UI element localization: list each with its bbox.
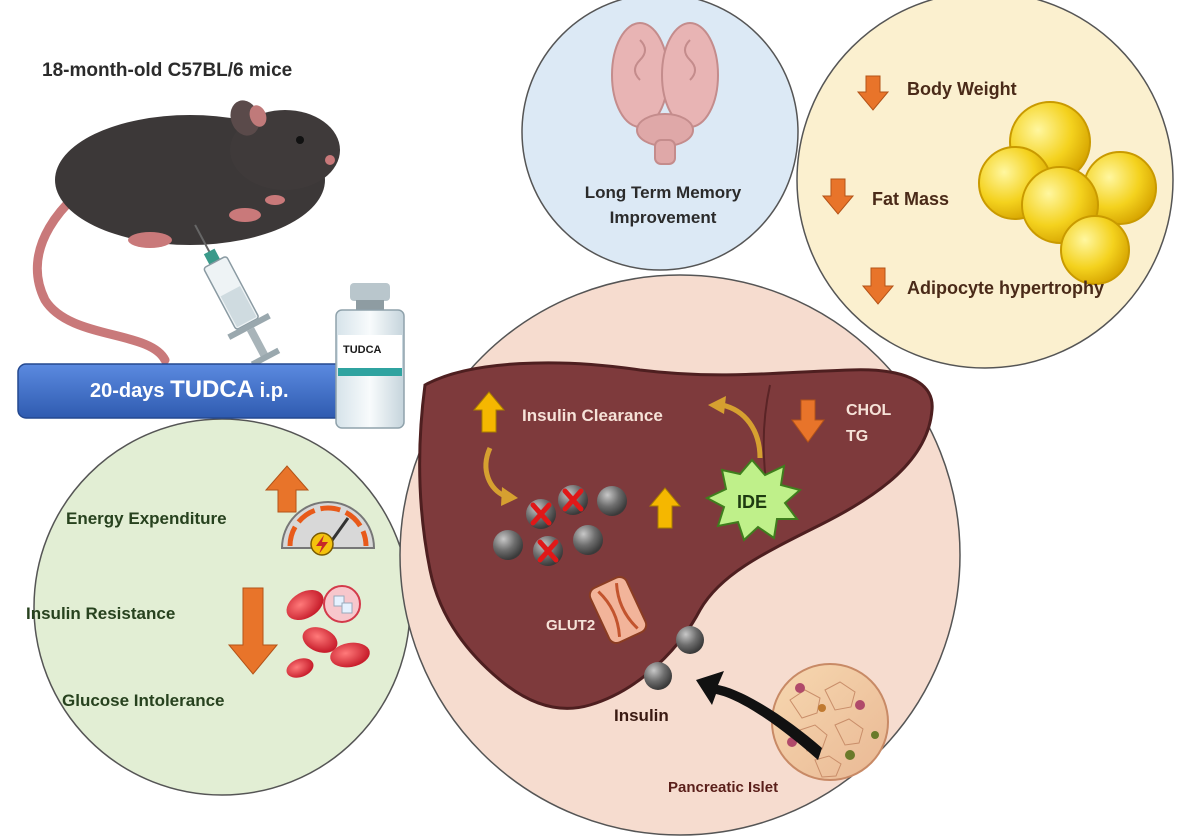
ide-label: IDE	[737, 492, 768, 512]
glut2-transporter	[588, 575, 648, 645]
arrow-down-insulin-resistance	[227, 587, 279, 675]
insulin-clearance-label: Insulin Clearance	[522, 406, 663, 425]
mouse-illustration	[32, 100, 340, 365]
energy-gauge-icon	[280, 501, 376, 556]
treatment-banner-text: 20-days TUDCA i.p.	[90, 376, 289, 404]
curved-arrow-islet-to-liver	[696, 671, 822, 760]
body-weight-label: Body Weight	[907, 79, 1017, 99]
glut2-label: GLUT2	[546, 617, 596, 634]
memory-line2: Improvement	[609, 208, 717, 227]
treatment-drug: TUDCA	[170, 376, 255, 403]
insulin-resistance-label: Insulin Resistance	[26, 604, 176, 623]
study-title: 18-month-old C57BL/6 mice	[42, 60, 293, 81]
arrow-down-fat-mass	[821, 178, 855, 215]
treatment-duration: 20-days	[90, 380, 165, 402]
tudca-vial	[335, 283, 405, 429]
arrow-down-chol-tg	[791, 399, 825, 443]
arrow-down-body-weight	[856, 75, 890, 111]
arrow-up-insulin-clearance	[472, 391, 506, 433]
arrow-down-hypertrophy	[861, 267, 895, 305]
insulin-molecules	[493, 486, 704, 690]
ide-star	[704, 458, 803, 542]
memory-line1: Long Term Memory	[584, 183, 742, 202]
curved-arrow-ide-to-clearance	[708, 396, 763, 459]
energy-expenditure-label: Energy Expenditure	[66, 509, 227, 528]
brain-illustration	[611, 22, 719, 165]
degraded-insulin-2	[558, 485, 588, 515]
syringe-illustration	[194, 224, 281, 368]
red-blood-cells-illustration	[286, 585, 370, 678]
degraded-insulin-3	[533, 536, 563, 566]
fat-cells-illustration	[978, 101, 1157, 285]
treatment-route: i.p.	[259, 380, 289, 402]
glucose-intolerance-label: Glucose Intolerance	[62, 691, 225, 710]
insulin-label: Insulin	[614, 706, 669, 725]
pancreatic-islet-label: Pancreatic Islet	[668, 779, 779, 796]
chol-label: CHOL	[846, 402, 892, 419]
degraded-insulin-1	[526, 499, 556, 529]
arrow-up-energy	[264, 465, 310, 513]
adipocyte-hypertrophy-label: Adipocyte hypertrophy	[907, 278, 1105, 298]
curved-arrow-clearance-to-insulin	[483, 446, 518, 506]
vial-label: TUDCA	[343, 344, 382, 356]
arrow-up-ide	[648, 487, 682, 529]
pancreatic-islet-illustration	[771, 663, 889, 781]
fat-mass-label: Fat Mass	[872, 189, 950, 209]
tg-label: TG	[846, 428, 869, 445]
